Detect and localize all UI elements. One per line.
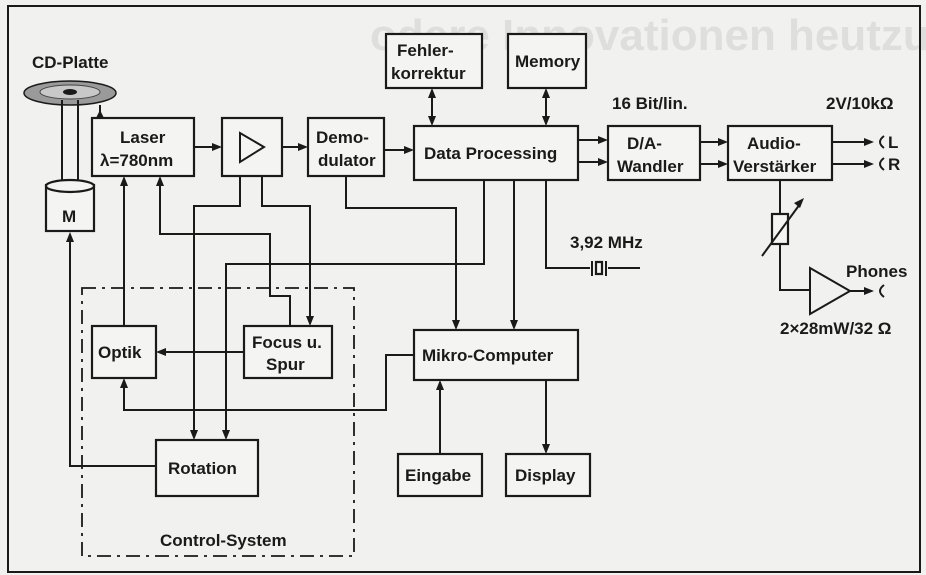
rotation-label: Rotation: [168, 459, 237, 478]
output-r-jack-icon: [879, 157, 885, 171]
data-processing-box: [412, 124, 580, 182]
memory-box: [506, 32, 588, 90]
da-wandler-label-2: Wandler: [617, 157, 684, 176]
display-box: [504, 452, 592, 498]
demodulator-label-1: Demo-: [316, 128, 369, 147]
demodulator-box: [306, 116, 386, 178]
optik-label: Optik: [98, 343, 142, 362]
motor-label: M: [62, 207, 76, 226]
control-system-boundary: [81, 287, 355, 557]
motor-icon: [44, 178, 96, 233]
phones-spec-label: 2×28mW/32 Ω: [780, 319, 891, 338]
audio-label-2: Verstärker: [733, 157, 817, 176]
eingabe-label: Eingabe: [405, 466, 471, 485]
demodulator-label-2: dulator: [318, 151, 376, 170]
disc-label: CD-Platte: [32, 53, 109, 72]
data-processing-label: Data Processing: [424, 144, 557, 163]
amplifier-box: [220, 116, 284, 178]
rotation-box: [154, 438, 260, 498]
phones-jack-icon: [879, 284, 885, 298]
phones-label: Phones: [846, 262, 907, 281]
bit-label: 16 Bit/lin.: [612, 94, 688, 113]
optik-box: [90, 324, 158, 380]
mikro-computer-label: Mikro-Computer: [422, 346, 554, 365]
laser-label-2: λ=780nm: [100, 151, 173, 170]
output-r-label: R: [888, 155, 900, 174]
crystal-label: 3,92 MHz: [570, 233, 643, 252]
da-wandler-label-1: D/A-: [627, 134, 662, 153]
focus-label-2: Spur: [266, 355, 305, 374]
output-level-label: 2V/10kΩ: [826, 94, 894, 113]
diagram-frame: [7, 5, 921, 573]
laser-label-1: Laser: [120, 128, 166, 147]
crystal-icon: [591, 260, 607, 276]
da-wandler-box: [606, 124, 702, 182]
focus-label-1: Focus u.: [252, 333, 322, 352]
output-l-jack-icon: [879, 135, 885, 149]
audio-box: [726, 124, 834, 182]
focus-box: [242, 324, 334, 380]
display-label: Display: [515, 466, 576, 485]
memory-label: Memory: [515, 52, 581, 71]
control-system-label: Control-System: [160, 531, 287, 550]
output-l-label: L: [888, 133, 898, 152]
cd-disc-icon: [23, 80, 117, 106]
audio-label-1: Audio-: [747, 134, 801, 153]
fehlerkorrektur-label-2: korrektur: [391, 64, 466, 83]
mikro-computer-box: [412, 328, 580, 382]
fehlerkorrektur-box: [384, 32, 484, 90]
amplifier-icon: [239, 131, 266, 164]
eingabe-box: [396, 452, 484, 498]
phones-amplifier-icon: [809, 266, 853, 316]
fehlerkorrektur-label-1: Fehler-: [397, 41, 454, 60]
